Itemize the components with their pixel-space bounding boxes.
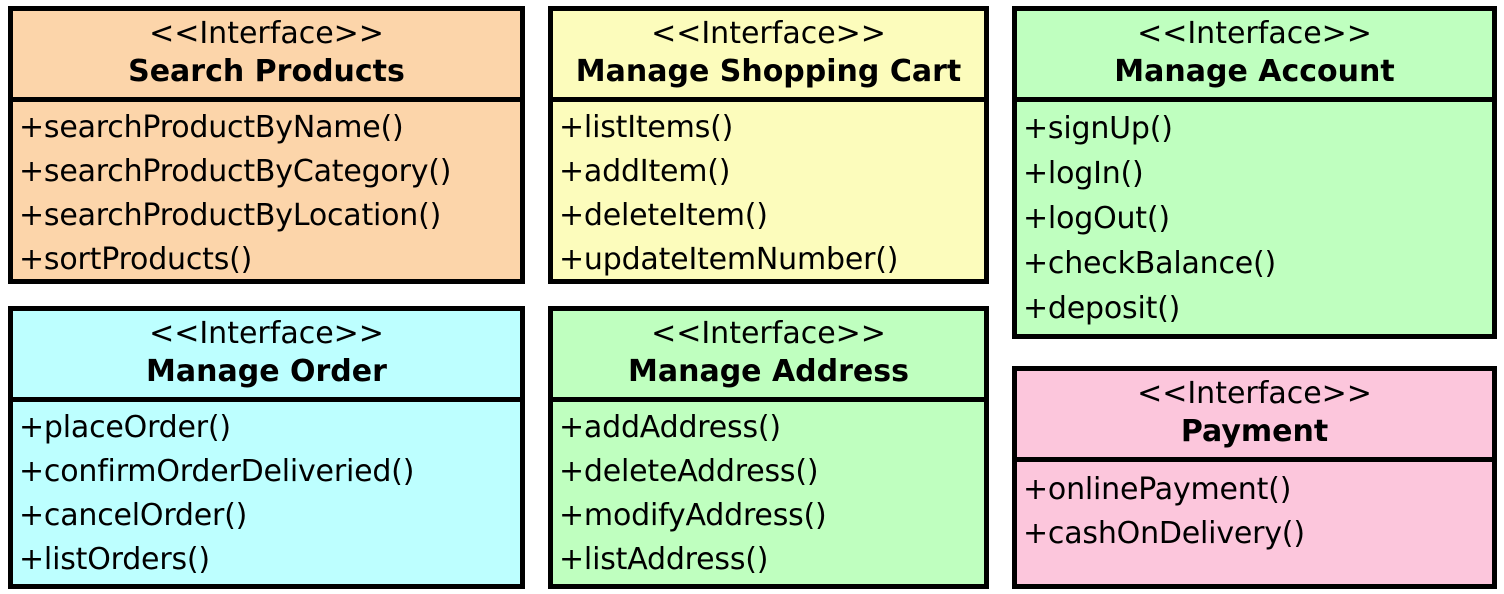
operation-item: +sortProducts() xyxy=(19,242,253,277)
uml-operations-list: +placeOrder() +confirmOrderDeliveried() … xyxy=(13,402,520,584)
uml-operations-list: +searchProductByName() +searchProductByC… xyxy=(13,102,520,279)
uml-class-manage-account[interactable]: <<Interface>> Manage Account +signUp() +… xyxy=(1012,6,1497,339)
uml-class-header-manage-order: <<Interface>> Manage Order xyxy=(13,311,520,402)
uml-operations-list: +signUp() +logIn() +logOut() +checkBalan… xyxy=(1017,102,1492,334)
operation-item: +onlinePayment() xyxy=(1023,472,1292,507)
uml-operations-list: +listItems() +addItem() +deleteItem() +u… xyxy=(553,102,984,279)
operation-item: +listOrders() xyxy=(19,542,210,577)
stereotype-label: <<Interface>> xyxy=(149,16,384,51)
operation-item: +logIn() xyxy=(1023,156,1144,191)
operation-item: +deleteAddress() xyxy=(559,454,819,489)
class-name: Payment xyxy=(1180,414,1329,449)
uml-class-header-manage-address: <<Interface>> Manage Address xyxy=(553,311,984,402)
uml-class-header-manage-account: <<Interface>> Manage Account xyxy=(1017,11,1492,102)
uml-class-header-manage-shopping-cart: <<Interface>> Manage Shopping Cart xyxy=(553,11,984,102)
operation-item: +addItem() xyxy=(559,154,731,189)
stereotype-label: <<Interface>> xyxy=(149,316,384,351)
operation-item: +searchProductByLocation() xyxy=(19,198,442,233)
stereotype-label: <<Interface>> xyxy=(651,16,886,51)
stereotype-label: <<Interface>> xyxy=(651,316,886,351)
operation-item: +listItems() xyxy=(559,110,734,145)
operation-item: +cancelOrder() xyxy=(19,498,248,533)
uml-class-manage-address[interactable]: <<Interface>> Manage Address +addAddress… xyxy=(548,306,989,589)
operation-item: +checkBalance() xyxy=(1023,246,1277,281)
operation-item: +cashOnDelivery() xyxy=(1023,516,1305,551)
operation-item: +signUp() xyxy=(1023,111,1173,146)
operation-item: +deleteItem() xyxy=(559,198,768,233)
operation-item: +deposit() xyxy=(1023,291,1181,326)
uml-operations-list: +addAddress() +deleteAddress() +modifyAd… xyxy=(553,402,984,584)
uml-class-payment[interactable]: <<Interface>> Payment +onlinePayment() +… xyxy=(1012,366,1497,589)
class-name: Manage Order xyxy=(146,354,387,389)
class-name: Search Products xyxy=(128,54,405,89)
operation-item: +confirmOrderDeliveried() xyxy=(19,454,415,489)
stereotype-label: <<Interface>> xyxy=(1137,16,1372,51)
operation-item: +searchProductByName() xyxy=(19,110,404,145)
operation-item: +addAddress() xyxy=(559,410,781,445)
operation-item: +modifyAddress() xyxy=(559,498,827,533)
operation-item: +updateItemNumber() xyxy=(559,242,899,277)
uml-class-header-payment: <<Interface>> Payment xyxy=(1017,371,1492,462)
uml-class-header-search-products: <<Interface>> Search Products xyxy=(13,11,520,102)
class-name: Manage Address xyxy=(628,354,909,389)
uml-operations-list: +onlinePayment() +cashOnDelivery() xyxy=(1017,462,1492,584)
operation-item: +placeOrder() xyxy=(19,410,231,445)
class-name: Manage Account xyxy=(1114,54,1395,89)
operation-item: +searchProductByCategory() xyxy=(19,154,452,189)
uml-class-manage-order[interactable]: <<Interface>> Manage Order +placeOrder()… xyxy=(8,306,525,589)
class-name: Manage Shopping Cart xyxy=(575,54,962,89)
uml-class-search-products[interactable]: <<Interface>> Search Products +searchPro… xyxy=(8,6,525,284)
operation-item: +logOut() xyxy=(1023,201,1170,236)
stereotype-label: <<Interface>> xyxy=(1137,376,1372,411)
operation-item: +listAddress() xyxy=(559,542,769,577)
uml-class-manage-shopping-cart[interactable]: <<Interface>> Manage Shopping Cart +list… xyxy=(548,6,989,284)
